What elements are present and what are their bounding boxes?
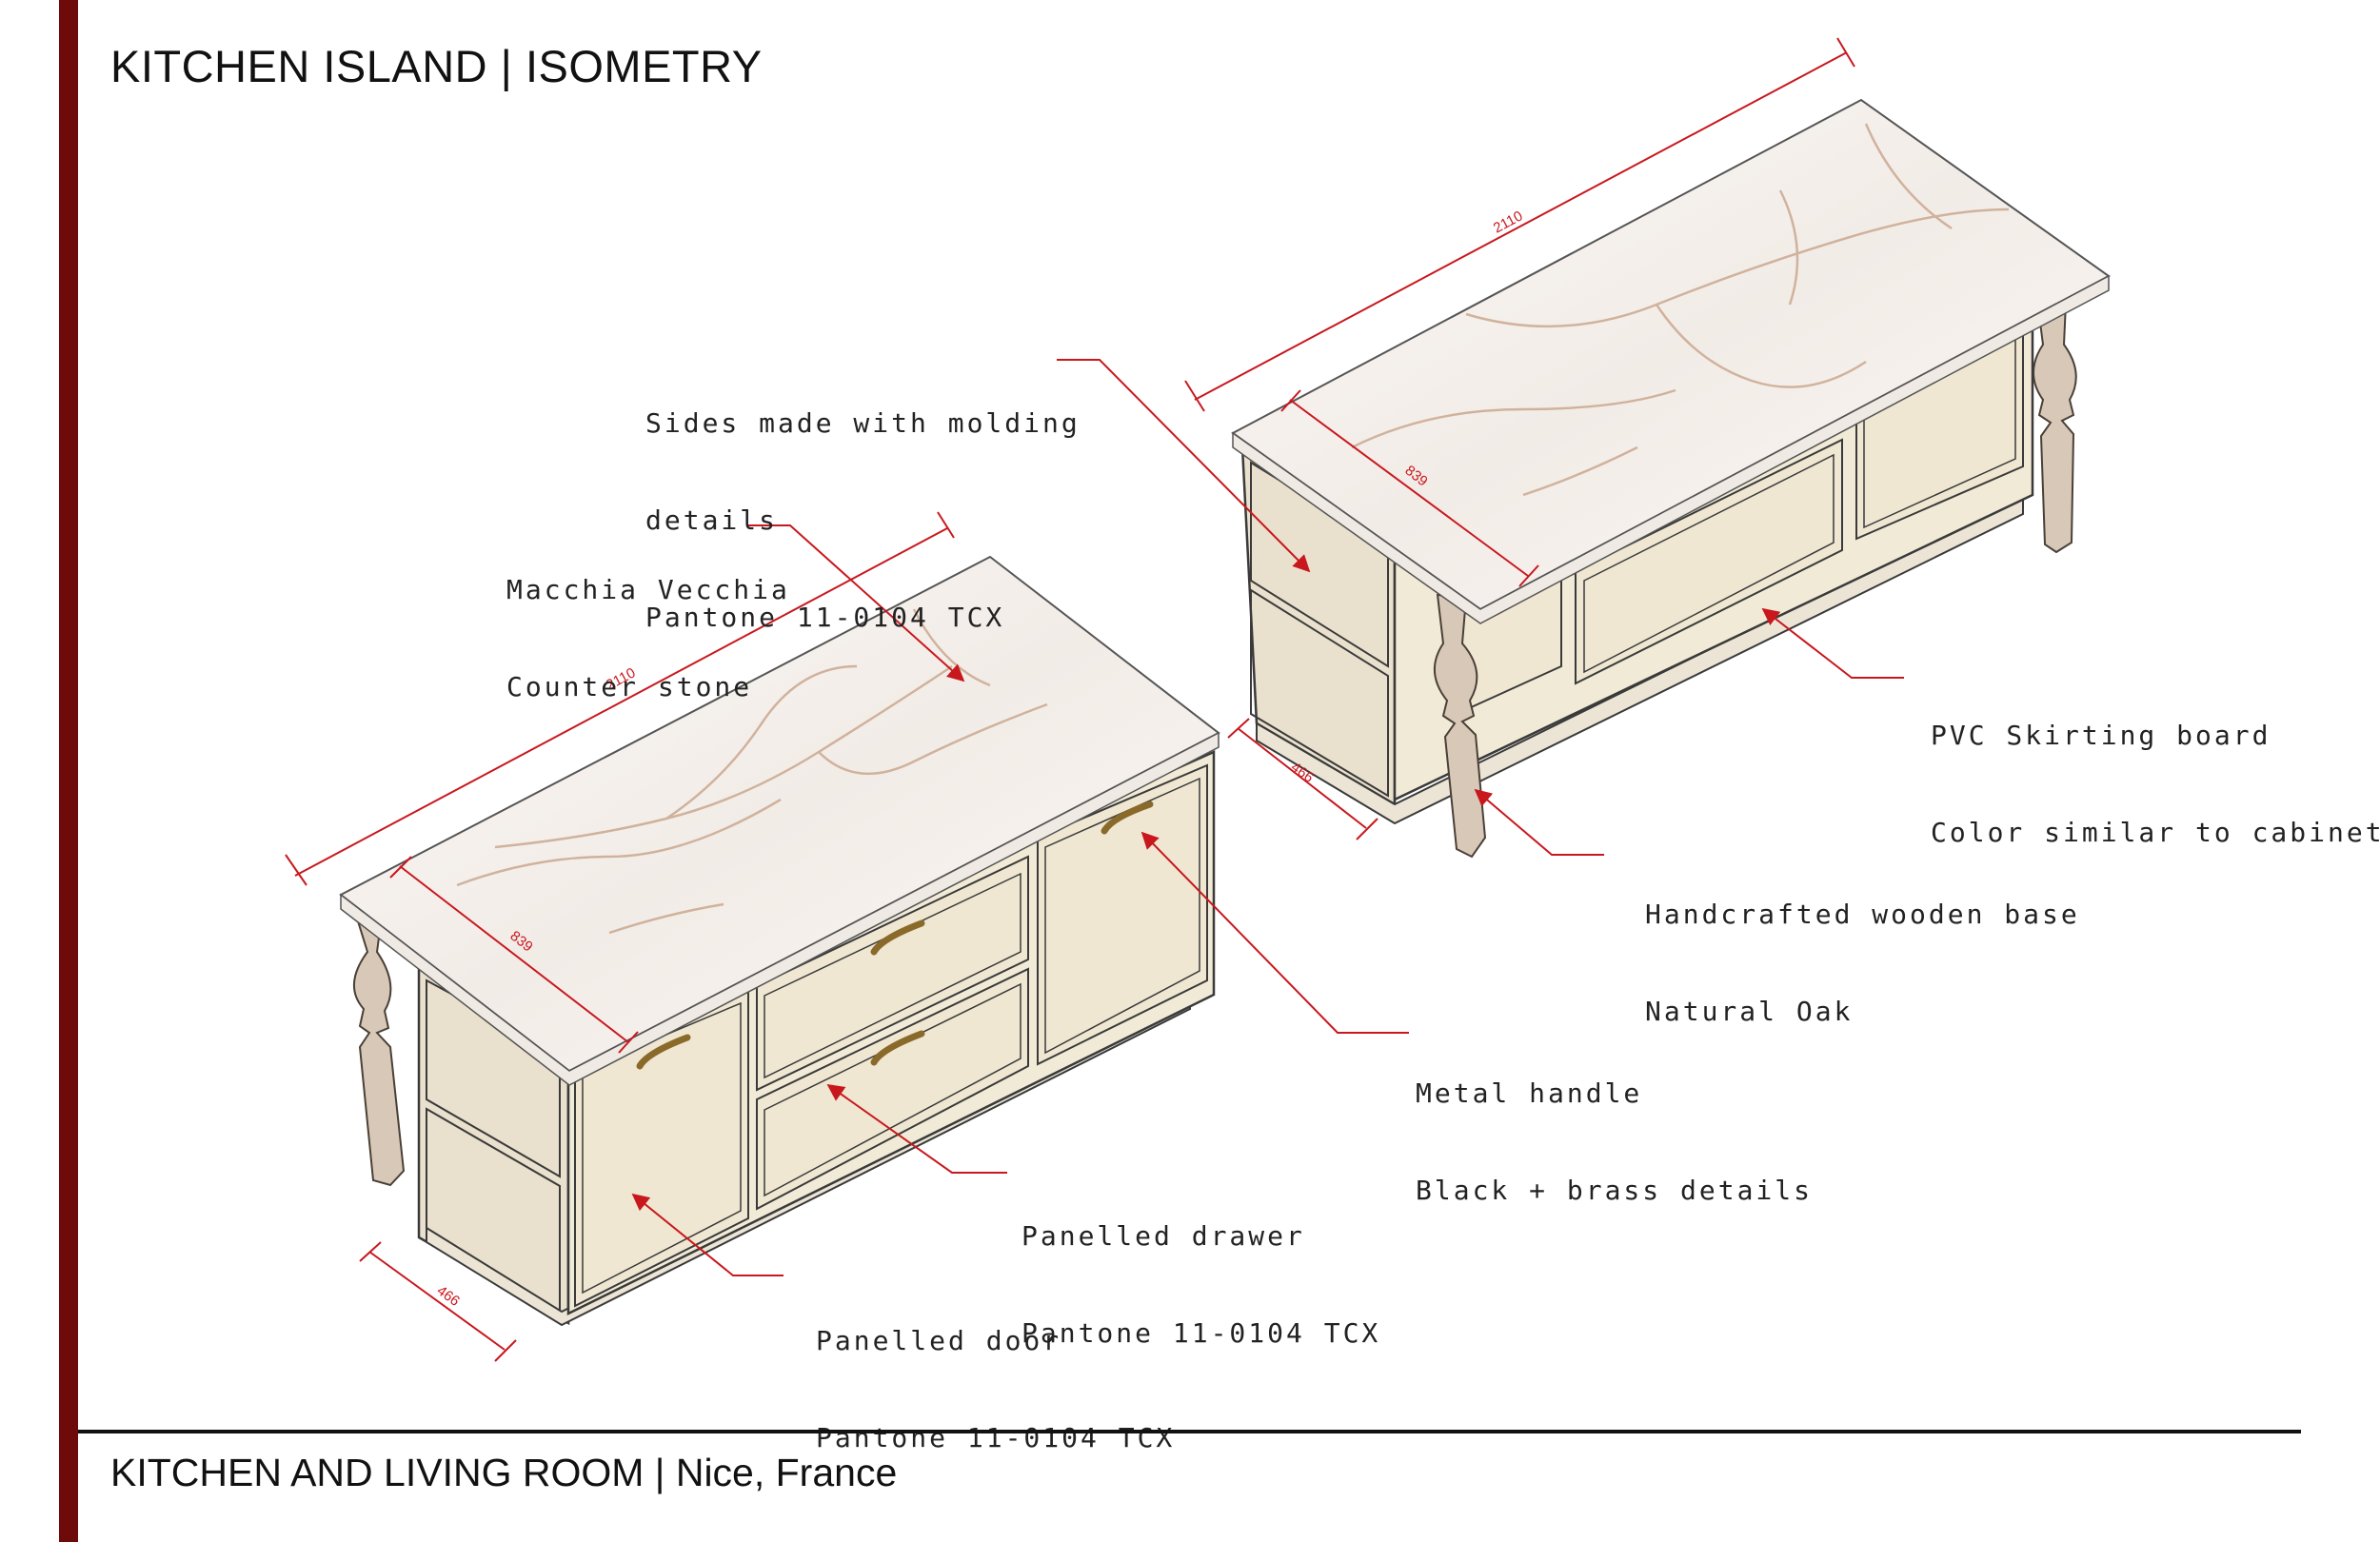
front-island xyxy=(339,555,1220,1327)
back-leg-front xyxy=(1433,593,1487,859)
back-countertop-edge xyxy=(1232,274,2110,624)
annotation-base-line-2: Natural Oak xyxy=(1645,996,1854,1027)
annotation-drawer-line-2: Pantone 11-0104 TCX xyxy=(1021,1317,1381,1349)
back-leg-right xyxy=(2033,298,2077,554)
annotation-base: Handcrafted wooden base Natural Oak xyxy=(1645,834,2080,1060)
annotation-door-line-1: Panelled door xyxy=(816,1325,1062,1356)
annotation-skirting-line-1: PVC Skirting board xyxy=(1931,720,2271,751)
annotation-sides: Sides made with molding details Pantone … xyxy=(645,343,1081,666)
annotation-handle-line-2: Black + brass details xyxy=(1416,1175,1814,1206)
annotation-skirting-line-2: Color similar to cabinets xyxy=(1931,817,2380,848)
back-panel-center xyxy=(1575,438,1843,685)
front-drawer-top xyxy=(756,855,1029,1092)
front-drawer-bottom xyxy=(756,967,1029,1211)
front-handle-drawer-bottom xyxy=(870,1030,925,1066)
back-plinth xyxy=(1256,493,2024,825)
leader-base xyxy=(1474,788,1604,856)
leader-stone xyxy=(747,524,965,682)
annotation-base-line-1: Handcrafted wooden base xyxy=(1645,899,2080,930)
leader-skirting xyxy=(1761,607,1904,679)
back-island xyxy=(1231,98,2111,859)
front-handle-door-right xyxy=(1101,801,1154,835)
frame-accent-bar xyxy=(59,0,78,1542)
back-marble-veins xyxy=(1351,123,2010,497)
front-handle-drawer-top xyxy=(870,919,925,956)
footer-divider xyxy=(78,1430,2301,1433)
leader-door xyxy=(631,1193,783,1276)
leader-sides xyxy=(1057,359,1311,573)
front-handle-door-left xyxy=(636,1034,691,1070)
annotation-sides-line-3: Pantone 11-0104 TCX xyxy=(645,602,1005,633)
front-leg-left xyxy=(352,908,406,1187)
dimension-lines xyxy=(285,37,1855,1362)
annotation-door-line-2: Pantone 11-0104 TCX xyxy=(816,1422,1176,1453)
annotation-drawer-line-1: Panelled drawer xyxy=(1021,1220,1305,1252)
annotation-handle-line-1: Metal handle xyxy=(1416,1077,1643,1109)
annotation-door: Panelled door Pantone 11-0104 TCX xyxy=(816,1260,1175,1487)
project-footer: KITCHEN AND LIVING ROOM | Nice, France xyxy=(110,1451,898,1494)
annotation-stone: Macchia Vecchia Counter stone xyxy=(506,509,790,736)
annotation-stone-line-1: Macchia Vecchia xyxy=(506,574,790,605)
back-left-side-molding-bottom xyxy=(1250,588,1389,798)
front-countertop-edge xyxy=(340,731,1220,1086)
sheet-title: KITCHEN ISLAND | ISOMETRY xyxy=(110,41,763,91)
front-marble-veins xyxy=(456,608,1048,935)
leader-drawer xyxy=(826,1083,1007,1174)
leader-lines xyxy=(631,359,1904,1276)
front-dim-cabinet-depth: 466 xyxy=(434,1282,463,1309)
front-plinth xyxy=(426,993,1191,1327)
leader-handle xyxy=(1140,831,1409,1034)
annotation-stone-line-2: Counter stone xyxy=(506,671,753,702)
annotation-handle: Metal handle Black + brass details xyxy=(1416,1013,1813,1239)
annotation-skirting: PVC Skirting board Color similar to cabi… xyxy=(1931,655,2380,881)
annotation-drawer: Panelled drawer Pantone 11-0104 TCX xyxy=(1021,1156,1380,1382)
annotation-sides-line-2: details xyxy=(645,504,779,536)
annotation-sides-line-1: Sides made with molding xyxy=(645,407,1081,439)
